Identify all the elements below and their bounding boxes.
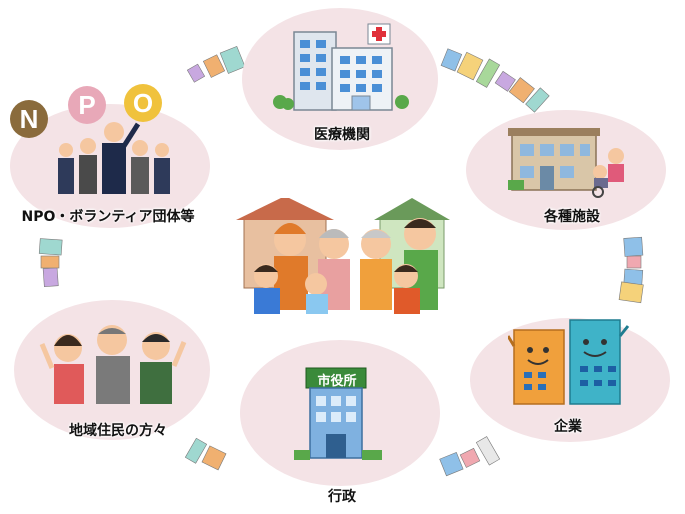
residents-group-icon — [39, 325, 187, 404]
ring-building — [494, 70, 516, 92]
ring-building — [618, 281, 644, 304]
hospital-icon — [273, 23, 409, 111]
ring-building — [508, 77, 535, 104]
ring-building — [439, 451, 464, 477]
volunteers-group-icon — [58, 122, 170, 194]
ring-building — [219, 45, 246, 74]
npo-logo: N P O — [6, 84, 176, 138]
ring-building — [440, 48, 463, 72]
label-government: 行政 — [328, 489, 356, 505]
ring-building — [626, 255, 642, 269]
npo-letter-n: N — [10, 100, 48, 138]
ring-building — [202, 54, 226, 78]
label-npo: NPO・ボランティア団体等 — [21, 209, 195, 225]
npo-letter-p: P — [68, 86, 106, 124]
ring-building — [186, 63, 206, 83]
label-medical: 医療機関 — [314, 127, 370, 143]
label-facilities: 各種施設 — [544, 209, 600, 225]
ring-building — [40, 255, 60, 269]
company-buildings-icon — [508, 319, 630, 405]
npo-letter-o: O — [124, 84, 162, 122]
label-company: 企業 — [554, 419, 582, 435]
city-hall-sign: 市役所 — [317, 374, 357, 389]
label-residents: 地域住民の方々 — [69, 423, 167, 439]
ring-building — [42, 267, 59, 287]
ring-building — [459, 447, 481, 468]
ring-building — [475, 58, 501, 88]
city-hall-icon — [294, 367, 382, 460]
family-illustration — [236, 198, 450, 314]
ring-building — [475, 436, 501, 466]
ring-building — [38, 238, 63, 256]
ring-building — [201, 445, 227, 471]
ring-building — [623, 236, 644, 257]
ring-building — [456, 51, 484, 81]
ring-building — [525, 87, 550, 113]
care-facility-icon — [508, 128, 624, 198]
ring-building — [184, 437, 208, 464]
